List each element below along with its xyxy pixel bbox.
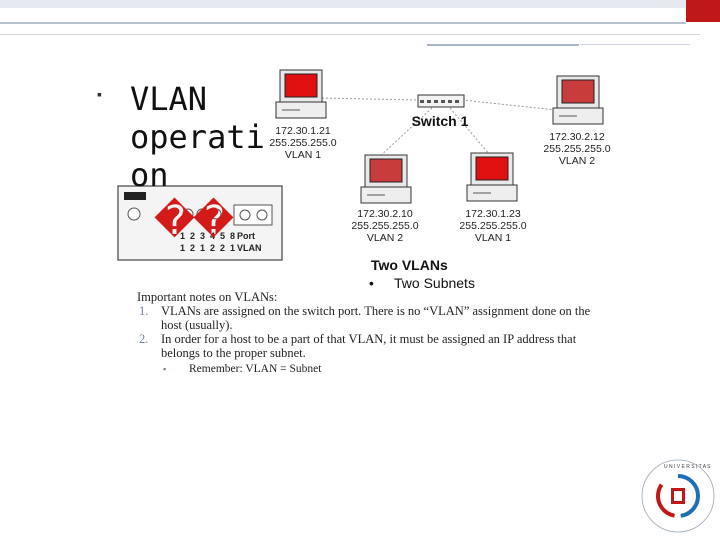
port-num-5: 5 bbox=[220, 231, 225, 241]
host-1-mask: 255.255.255.0 bbox=[269, 137, 336, 149]
port-vlan-6: 1 bbox=[230, 243, 235, 253]
garbled-glyphs: �� bbox=[154, 198, 234, 244]
list-item-text: In order for a host to be a part of that… bbox=[161, 332, 577, 360]
host-1-screen bbox=[284, 73, 318, 98]
host-3-computer bbox=[360, 154, 412, 204]
vlan-network-diagram: Switch 1 172.30.1.21 255.255.255.0 VLAN … bbox=[117, 69, 611, 291]
port-vlan-1: 1 bbox=[180, 243, 185, 253]
port-table: 1 2 3 4 5 8 Port 1 2 1 2 2 1 VLAN bbox=[180, 231, 262, 253]
switch-port-panel bbox=[117, 185, 283, 261]
top-red-accent bbox=[686, 0, 720, 22]
university-seal-logo: U N I V E R S I T A S bbox=[641, 459, 715, 533]
port-vlan-4: 2 bbox=[210, 243, 215, 253]
vlan-row-label: VLAN bbox=[237, 243, 262, 253]
sub-list-item: ▪ Remember: VLAN = Subnet bbox=[137, 362, 597, 376]
top-bar bbox=[0, 0, 720, 8]
switch-device bbox=[417, 94, 465, 108]
svg-text:U N I V E R S I T A S: U N I V E R S I T A S bbox=[664, 464, 711, 470]
top-rule bbox=[0, 22, 686, 24]
host-1-vlan: VLAN 1 bbox=[285, 149, 321, 161]
list-item-number: 2. bbox=[139, 332, 149, 346]
sub-item-text: Remember: VLAN = Subnet bbox=[189, 363, 322, 375]
panel-led-block bbox=[124, 192, 146, 200]
port-row-label: Port bbox=[237, 231, 255, 241]
port-num-3: 3 bbox=[200, 231, 205, 241]
title-bullet: ▪ bbox=[97, 86, 102, 102]
host-1-computer bbox=[275, 69, 327, 119]
port-num-6: 8 bbox=[230, 231, 235, 241]
switch-label: Switch 1 bbox=[412, 113, 469, 129]
host-2-computer bbox=[552, 75, 604, 125]
list-item-text: VLANs are assigned on the switch port. T… bbox=[161, 304, 591, 332]
caption-two-vlans: Two VLANs bbox=[371, 257, 448, 273]
host-2-vlan: VLAN 2 bbox=[559, 155, 595, 167]
host-3-mask: 255.255.255.0 bbox=[351, 220, 418, 232]
list-item: 1. VLANs are assigned on the switch port… bbox=[137, 304, 597, 332]
host-4-ip: 172.30.1.23 bbox=[465, 208, 521, 220]
cable-host-2 bbox=[461, 99, 557, 111]
host-4-mask: 255.255.255.0 bbox=[459, 220, 526, 232]
host-3-ip: 172.30.2.10 bbox=[357, 208, 413, 220]
host-1-ip: 172.30.1.21 bbox=[275, 125, 331, 137]
notes-list: 1. VLANs are assigned on the switch port… bbox=[137, 304, 597, 360]
port-vlan-5: 2 bbox=[220, 243, 225, 253]
host-2-ip: 172.30.2.12 bbox=[549, 131, 605, 143]
notes-block: Important notes on VLANs: 1. VLANs are a… bbox=[137, 290, 597, 376]
port-num-1: 1 bbox=[180, 231, 185, 241]
host-2-mask: 255.255.255.0 bbox=[543, 143, 610, 155]
host-3-vlan: VLAN 2 bbox=[367, 232, 403, 244]
top-rule-thin bbox=[0, 34, 700, 35]
port-vlan-2: 2 bbox=[190, 243, 195, 253]
host-4-screen bbox=[475, 156, 509, 181]
host-4-vlan: VLAN 1 bbox=[475, 232, 511, 244]
host-3-screen bbox=[369, 158, 403, 183]
top-accent-line bbox=[427, 44, 579, 46]
caption-two-subnets: Two Subnets bbox=[394, 275, 475, 291]
notes-heading: Important notes on VLANs: bbox=[137, 290, 278, 304]
top-accent-line-thin bbox=[580, 44, 690, 45]
list-item: 2. In order for a host to be a part of t… bbox=[137, 332, 597, 360]
cable-host-1 bbox=[321, 97, 419, 101]
port-vlan-3: 1 bbox=[200, 243, 205, 253]
port-num-2: 2 bbox=[190, 231, 195, 241]
port-num-4: 4 bbox=[210, 231, 215, 241]
slide-title: VLAN operati on bbox=[130, 80, 265, 194]
host-2-screen bbox=[561, 79, 595, 104]
cable-host-3 bbox=[377, 107, 433, 159]
host-4-computer bbox=[466, 152, 518, 202]
network-cables bbox=[321, 97, 557, 159]
list-item-number: 1. bbox=[139, 304, 149, 318]
sub-bullet: ▪ bbox=[163, 364, 167, 374]
caption-bullet: • bbox=[369, 275, 374, 291]
